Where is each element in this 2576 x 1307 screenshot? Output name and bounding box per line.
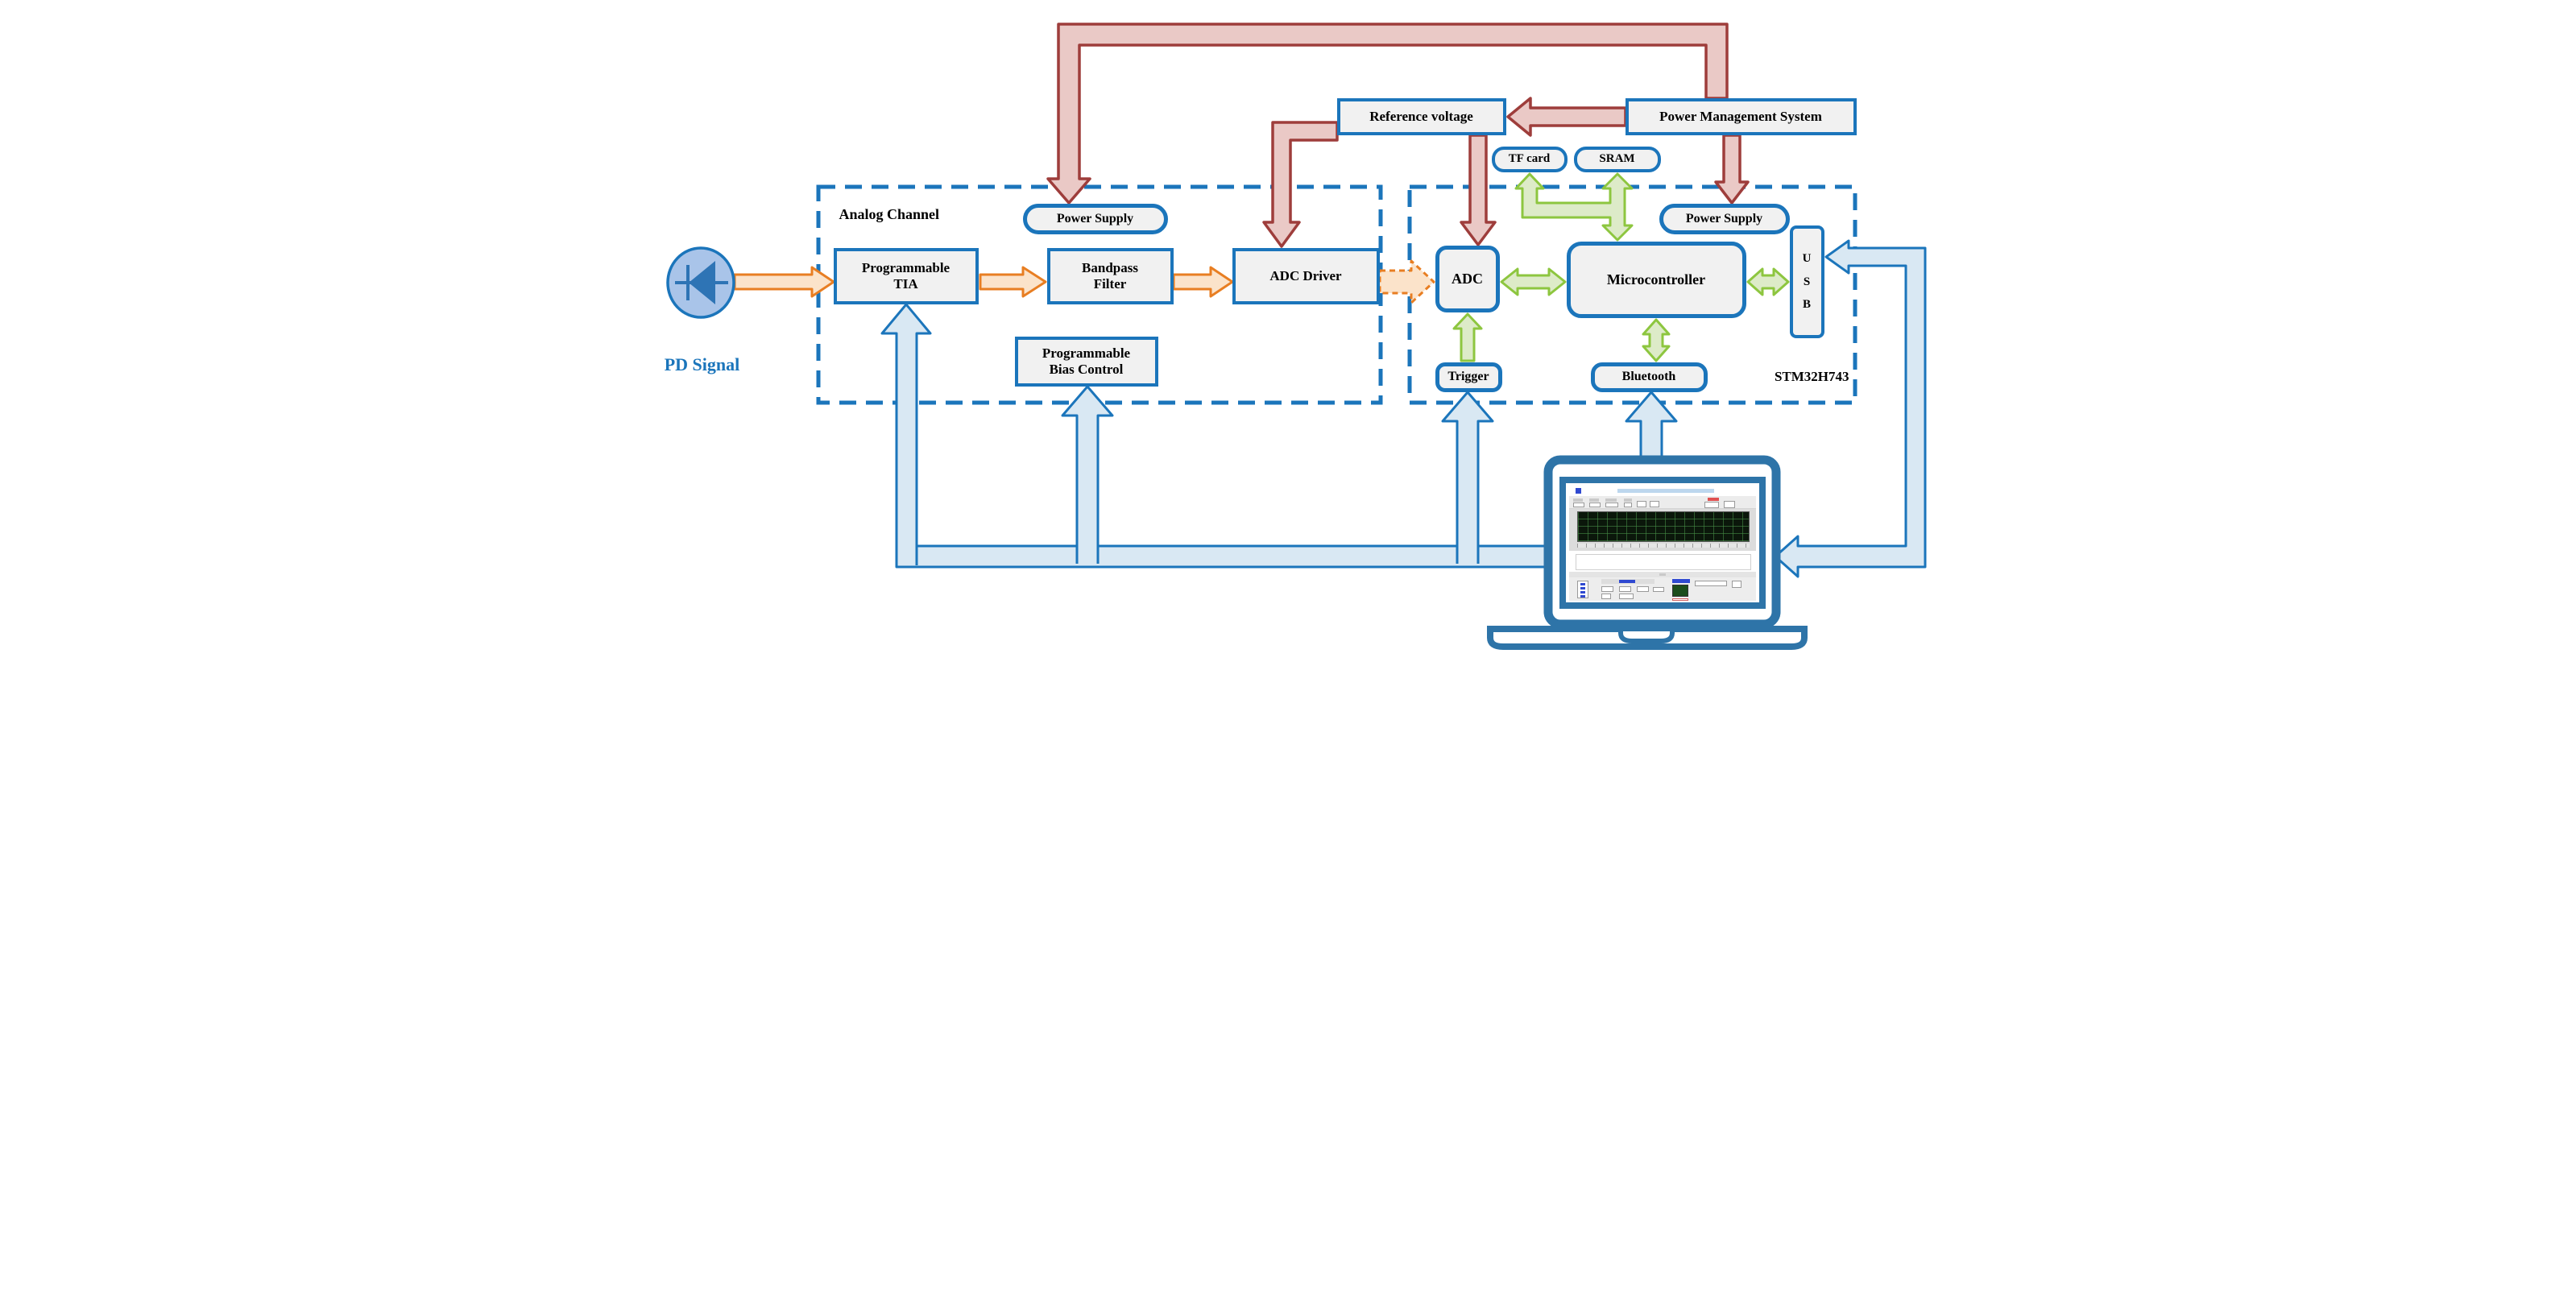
power-arrow-pms-to-reference-voltage bbox=[1505, 97, 1627, 137]
sram-block: SRAM bbox=[1573, 147, 1661, 172]
signal-arrow-driver-to-adc-dashed bbox=[1378, 259, 1435, 304]
bluetooth-block: Bluetooth bbox=[1590, 362, 1708, 392]
programmable-bias-block: Programmable Bias Control bbox=[1014, 337, 1158, 387]
microcontroller-block: Microcontroller bbox=[1566, 242, 1746, 318]
control-arrow-to-trigger bbox=[1441, 391, 1493, 564]
control-pipe-laptop-usb bbox=[1774, 239, 1926, 578]
waveform-display bbox=[1576, 511, 1750, 542]
laptop-screen-toolbar bbox=[1568, 496, 1756, 509]
data-arrow-mcu-sram-tfcard bbox=[1514, 172, 1633, 242]
acquire-header bbox=[1671, 579, 1690, 583]
programmable-tia-block: Programmable TIA bbox=[833, 248, 979, 304]
data-arrow-trigger-to-adc bbox=[1452, 312, 1482, 362]
app-logo-icon bbox=[1575, 488, 1581, 494]
usb-block: U S B bbox=[1789, 225, 1824, 338]
data-arrow-mcu-bluetooth bbox=[1642, 318, 1670, 362]
stm32-label: STM32H743 bbox=[1774, 369, 1849, 384]
power-arrow-reference-to-adc-driver bbox=[1261, 121, 1339, 248]
photodiode-triangle bbox=[688, 261, 715, 304]
analog-channel-region bbox=[816, 184, 1382, 405]
power-arrow-pms-to-digital-power-supply bbox=[1713, 134, 1750, 205]
stop-chip bbox=[1671, 598, 1688, 601]
lower-plot-area bbox=[1575, 554, 1751, 570]
power-arrow-reference-to-adc bbox=[1459, 134, 1497, 246]
control-arrow-to-tia bbox=[880, 303, 931, 565]
tool-palette bbox=[1576, 581, 1588, 598]
value-field bbox=[1694, 581, 1727, 586]
app-title-bar bbox=[1617, 489, 1714, 493]
tf-card-block: TF card bbox=[1491, 147, 1568, 172]
signal-arrow-tia-to-bandpass bbox=[979, 266, 1046, 298]
control-arrow-to-bluetooth bbox=[1625, 391, 1677, 467]
laptop-screen bbox=[1568, 485, 1756, 601]
laptop-screen-titlebar bbox=[1568, 485, 1756, 496]
chart-panel bbox=[1568, 509, 1756, 551]
control-panel bbox=[1568, 577, 1756, 601]
laptop-base-notch bbox=[1617, 627, 1675, 643]
settings-header bbox=[1601, 579, 1655, 584]
run-indicator bbox=[1707, 498, 1719, 501]
power-supply-digital-block: Power Supply bbox=[1659, 204, 1790, 234]
power-management-block: Power Management System bbox=[1625, 98, 1857, 135]
control-bus-bottom bbox=[895, 544, 1553, 569]
power-pipe-top-loop-to-analog-power-supply bbox=[1046, 23, 1729, 205]
x-axis-ticks bbox=[1576, 544, 1750, 548]
signal-arrow-pd-to-tia bbox=[733, 266, 835, 298]
trigger-block: Trigger bbox=[1435, 362, 1502, 392]
data-arrow-mcu-usb bbox=[1746, 267, 1789, 296]
adc-driver-block: ADC Driver bbox=[1232, 248, 1380, 304]
bandpass-filter-block: Bandpass Filter bbox=[1046, 248, 1174, 304]
pd-signal-label: PD Signal bbox=[664, 354, 740, 374]
analog-channel-title: Analog Channel bbox=[839, 206, 940, 222]
power-supply-analog-block: Power Supply bbox=[1022, 204, 1168, 234]
divider-strip bbox=[1568, 572, 1756, 577]
green-indicator bbox=[1671, 585, 1688, 597]
control-arrow-to-bias bbox=[1061, 385, 1113, 564]
signal-arrow-bandpass-to-driver bbox=[1172, 266, 1233, 298]
data-arrow-adc-mcu bbox=[1500, 267, 1566, 296]
diagram-canvas: PD Signal Analog Channel Power Supply Pr… bbox=[644, 0, 1932, 654]
reference-voltage-block: Reference voltage bbox=[1336, 98, 1506, 135]
stm32-region bbox=[1407, 184, 1857, 405]
adc-block: ADC bbox=[1435, 246, 1500, 312]
